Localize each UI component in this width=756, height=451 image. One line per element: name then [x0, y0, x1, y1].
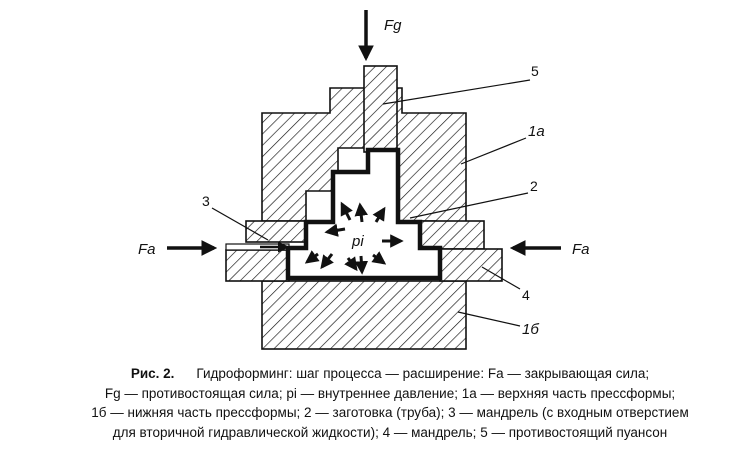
- leader-1b: [457, 311, 521, 327]
- caption-text-1: Гидроформинг: шаг процесса — расширение:…: [196, 366, 650, 381]
- pressure-arrows: [304, 201, 404, 275]
- label-1a: 1a: [528, 123, 545, 140]
- mandrel-3-lower: [225, 249, 290, 282]
- label-1b: 1б: [522, 321, 539, 338]
- leader-4: [481, 266, 521, 290]
- leader-5: [382, 79, 531, 105]
- leader-3: [211, 207, 269, 241]
- caption-figure-number: Рис. 2.: [130, 366, 175, 381]
- mandrel-4-upper: [419, 220, 485, 250]
- caption-line-4: для вторичной гидравлической жидкости); …: [112, 424, 668, 440]
- mandrel-3-upper: [245, 220, 308, 243]
- force-arrows: [167, 10, 561, 256]
- label-3: 3: [202, 193, 210, 209]
- hydroforming-diagram: Fg Fa Fa pi 5 1a 2 3 4 1б: [138, 10, 590, 350]
- pressure-arrow: [320, 253, 334, 270]
- label-5: 5: [531, 63, 539, 79]
- label-pi: pi: [351, 233, 364, 250]
- label-fg: Fg: [384, 17, 402, 34]
- leader-1a: [460, 137, 527, 165]
- pressure-arrow: [372, 206, 386, 223]
- label-fa-right: Fa: [572, 241, 590, 258]
- counter-punch-5: [363, 65, 398, 153]
- pressure-arrow: [354, 255, 369, 275]
- lower-die-1b: [261, 280, 467, 350]
- caption-line-1: Рис. 2. Гидроформинг: шаг процесса — расш…: [30, 364, 750, 384]
- pressure-arrow: [340, 201, 353, 221]
- pressure-arrow: [354, 202, 368, 223]
- leader-2: [409, 192, 529, 219]
- figure-caption: Рис. 2. Гидроформинг: шаг процесса — расш…: [30, 364, 750, 442]
- label-fa-left: Fa: [138, 241, 156, 258]
- mandrel-4-lower: [439, 248, 503, 282]
- label-2: 2: [530, 178, 538, 194]
- pressure-arrow: [371, 251, 387, 265]
- caption-line-3: 1б — нижняя часть прессформы; 2 — загото…: [91, 405, 689, 420]
- pressure-arrow: [324, 223, 346, 237]
- pressure-arrow: [304, 250, 320, 264]
- label-4: 4: [522, 287, 530, 303]
- caption-line-2: Fg — противостоящая сила; pi — внутренне…: [104, 385, 676, 401]
